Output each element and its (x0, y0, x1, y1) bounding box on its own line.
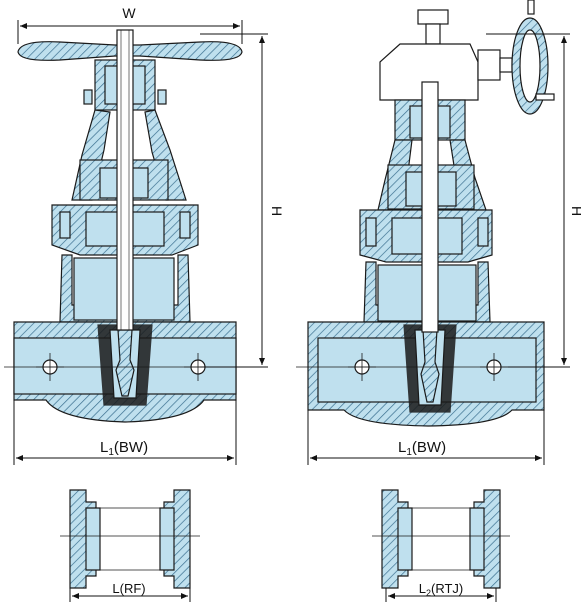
left-valve-handwheel (13, 29, 243, 423)
width-label: W (122, 5, 136, 21)
length-bw-label-left: L1(BW) (100, 439, 148, 458)
rtj-flange-end-detail (372, 489, 510, 589)
rf-flange-end-detail (60, 489, 200, 589)
height-label-right: H (569, 206, 581, 216)
right-valve-gear-operator (307, 0, 555, 427)
height-label-left: H (269, 206, 285, 216)
stem (116, 29, 134, 331)
length-bw-label-right: L1(BW) (398, 439, 446, 458)
length-rtj-label: L2(RTJ) (419, 581, 464, 598)
length-rf-label: L(RF) (112, 581, 145, 596)
